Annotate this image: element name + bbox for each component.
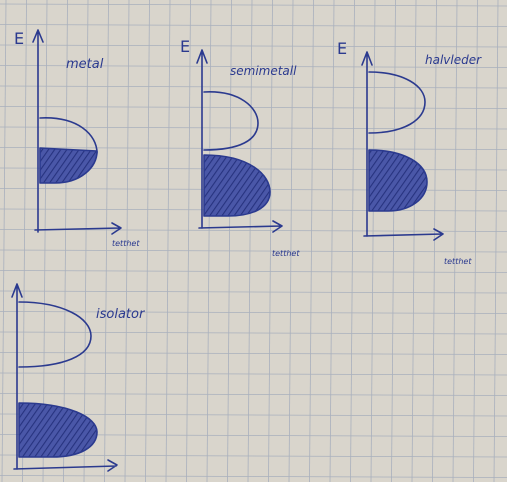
grid-line-vertical (391, 0, 396, 482)
grid-line-vertical (42, 0, 48, 482)
grid-line-vertical (145, 0, 150, 482)
density-axis (34, 222, 122, 235)
grid-line-horizontal (0, 393, 507, 396)
unfilled-band (18, 301, 92, 368)
grid-line-horizontal (0, 147, 507, 150)
density-axis (198, 220, 283, 233)
grid-line-vertical (411, 0, 417, 482)
grid-line-horizontal (0, 270, 507, 273)
grid-line-horizontal (0, 229, 507, 232)
grid-line-horizontal (0, 475, 507, 478)
energy-axis (196, 49, 208, 229)
grid-line-vertical (350, 0, 355, 482)
grid-line-horizontal (0, 372, 507, 376)
grid-line-horizontal (0, 24, 507, 27)
grid-line-vertical (83, 0, 89, 482)
grid-line-vertical (309, 0, 314, 482)
grid-line-vertical (165, 0, 171, 482)
energy-label: E (337, 39, 347, 58)
grid-line-vertical (268, 0, 273, 482)
grid-line-horizontal (0, 311, 507, 314)
grid-line-vertical (247, 0, 253, 482)
grid-line-horizontal (0, 290, 507, 294)
energy-axis (32, 29, 44, 233)
grid-line-horizontal (0, 352, 507, 355)
diagram-metal: E metal tetthet (14, 29, 140, 248)
energy-axis (361, 51, 373, 237)
grid-line-horizontal (0, 249, 507, 253)
grid-line-vertical (1, 0, 7, 482)
diagram-insulator: isolator (11, 283, 146, 472)
grid-line-vertical (186, 0, 191, 482)
grid-line-vertical (227, 0, 232, 482)
grid-line-horizontal (0, 454, 507, 458)
density-label: tetthet (272, 249, 300, 258)
grid-line-horizontal (0, 3, 507, 7)
diagram-semiconductor: E halvleder tetthet (337, 39, 482, 266)
grid-line-horizontal (0, 331, 507, 335)
density-label: tetthet (112, 239, 140, 248)
unfilled-band (203, 91, 259, 151)
energy-label: E (180, 37, 190, 56)
diagram-title: metal (66, 57, 104, 72)
grid-line-horizontal (0, 44, 507, 48)
grid-line-horizontal (0, 106, 507, 109)
grid-line-horizontal (0, 65, 507, 68)
grid-line-vertical (22, 0, 27, 482)
diagram-title: isolator (96, 307, 146, 322)
grid-line-horizontal (0, 413, 507, 417)
grid-line-horizontal (0, 85, 507, 89)
grid-line-vertical (452, 0, 458, 482)
density-axis (13, 459, 118, 472)
unfilled-band (39, 117, 98, 154)
filled-band (203, 154, 271, 217)
density-axis (363, 228, 444, 241)
filled-band (18, 402, 98, 458)
unfilled-band (368, 71, 426, 134)
grid-line-vertical (329, 0, 335, 482)
grid-line-vertical (206, 0, 212, 482)
grid-line-vertical (104, 0, 109, 482)
grid-line-vertical (63, 0, 68, 482)
grid-line-vertical (124, 0, 130, 482)
density-label: tetthet (444, 257, 472, 266)
energy-axis (11, 283, 23, 470)
grid-line-horizontal (0, 126, 507, 130)
grid-line-vertical (493, 0, 499, 482)
diagram-semimetal: E semimetall tetthet (180, 37, 300, 258)
grid-line-vertical (370, 0, 376, 482)
filled-band (39, 147, 98, 184)
energy-label: E (14, 29, 24, 48)
grid-line-vertical (473, 0, 478, 482)
filled-band (368, 149, 428, 212)
grid-line-vertical (288, 0, 294, 482)
diagram-title: semimetall (230, 64, 297, 78)
grid-line-vertical (432, 0, 437, 482)
diagram-title: halvleder (425, 53, 482, 67)
